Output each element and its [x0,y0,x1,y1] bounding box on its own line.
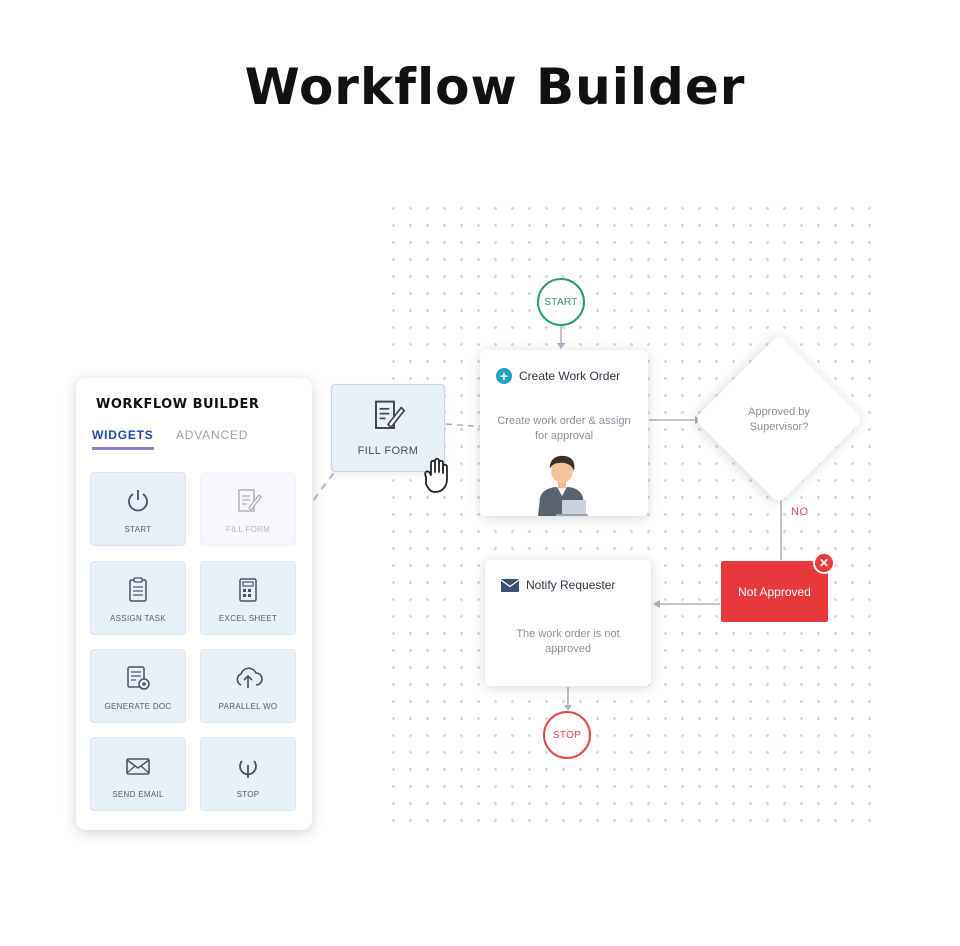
widget-stop[interactable]: STOP [200,737,296,811]
close-circle-icon[interactable]: ✕ [813,552,835,574]
page-title: Workflow Builder [244,58,746,116]
card-title: Notify Requester [526,578,616,592]
widget-label: PARALLEL WO [218,702,278,711]
panel-title: WORKFLOW BUILDER [96,397,260,412]
widget-start[interactable]: START [90,472,186,546]
mail-icon [501,578,519,592]
tab-advanced[interactable]: ADVANCED [176,428,249,442]
clipboard-icon [129,577,147,602]
card-header: + Create Work Order [496,368,620,384]
mail-icon [126,758,150,775]
connector-arrowhead [653,600,660,608]
card-header: Notify Requester [501,578,615,592]
widget-generate-doc[interactable]: GENERATE DOC [90,649,186,723]
stop-icon [239,760,257,778]
widget-label: EXCEL SHEET [218,614,278,623]
not-approved-node[interactable]: Not Approved [721,561,828,622]
widget-label: GENERATE DOC [104,702,172,711]
widget-label: START [124,525,152,534]
decision-text: Approved by Supervisor? [748,406,810,433]
widget-fill-form[interactable]: FILL FORM [200,472,296,546]
card-body: Create work order & assign for approval [497,415,631,442]
widget-panel: WORKFLOW BUILDER WIDGETS ADVANCED START … [76,378,312,830]
widget-parallel-wo[interactable]: PARALLEL WO [200,649,296,723]
plus-circle-icon: + [496,368,512,384]
stop-node[interactable]: STOP [543,711,591,759]
card-title: Create Work Order [519,369,621,383]
power-icon [128,490,148,512]
widget-excel-sheet[interactable]: EXCEL SHEET [200,561,296,635]
drag-path [289,467,339,547]
notify-requester-card[interactable]: Notify Requester The work order is not a… [485,560,651,686]
tab-widgets[interactable]: WIDGETS [92,428,154,450]
start-node[interactable]: START [537,278,585,326]
widget-label: ASSIGN TASK [110,614,166,623]
widget-assign-task[interactable]: ASSIGN TASK [90,561,186,635]
dragged-fill-form-widget[interactable]: FILL FORM [331,384,445,472]
connector-arrowhead [564,705,572,711]
form-edit-icon [375,400,406,429]
widget-label: STOP [236,790,260,799]
hand-cursor-icon [424,457,448,493]
cloud-upload-icon [236,667,263,688]
connector-arrowhead [557,343,565,349]
person-illustration [538,455,588,516]
form-edit-icon [238,489,262,512]
widget-label: FILL FORM [357,445,419,457]
widget-label: FILL FORM [225,525,271,534]
branch-label-no: NO [791,506,809,518]
widget-send-email[interactable]: SEND EMAIL [90,737,186,811]
widget-label: SEND EMAIL [112,790,164,799]
card-body: The work order is not approved [516,628,620,655]
document-gear-icon [127,666,150,690]
spreadsheet-icon [239,578,257,602]
